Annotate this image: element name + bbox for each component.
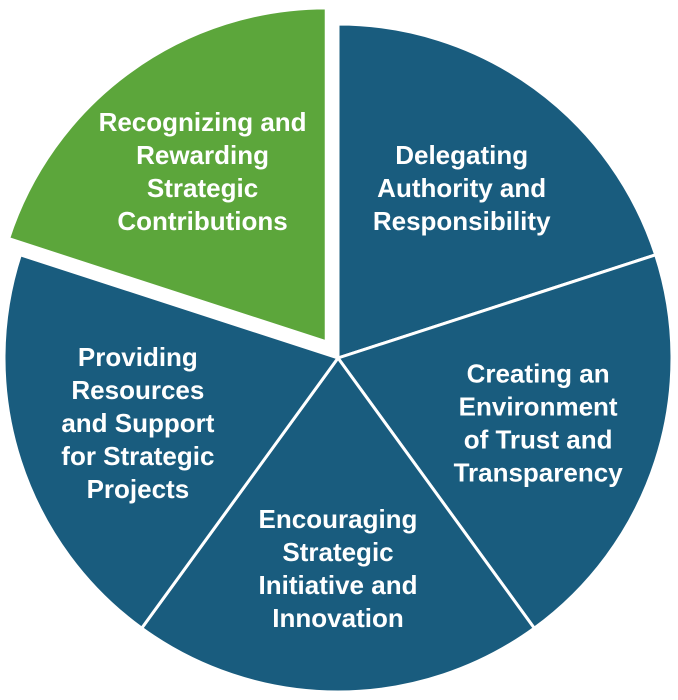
- segment-label-line: Creating an: [467, 359, 610, 389]
- segment-label-line: Strategic: [147, 173, 258, 203]
- pie-slices: [2, 6, 674, 694]
- segment-label-line: Transparency: [454, 458, 624, 488]
- segment-label-line: Environment: [459, 392, 618, 422]
- segment-label-line: for Strategic: [61, 441, 214, 471]
- segment-label-line: Initiative and: [259, 570, 418, 600]
- segment-label-line: Innovation: [272, 603, 403, 633]
- segment-label-line: Rewarding: [136, 140, 269, 170]
- segment-label-line: Responsibility: [373, 206, 551, 236]
- segment-label-line: Encouraging: [259, 504, 418, 534]
- segment-label-line: Resources: [71, 375, 204, 405]
- segment-label-line: Providing: [78, 342, 198, 372]
- segment-label-line: Recognizing and: [99, 107, 307, 137]
- pie-slice-resources: [2, 253, 340, 630]
- segment-label-line: Projects: [87, 474, 190, 504]
- pie-slice-initiative: [140, 356, 536, 694]
- pie-slice-recognizing: [7, 6, 328, 344]
- segment-label-line: and Support: [61, 408, 214, 438]
- segment-label-line: Contributions: [117, 206, 287, 236]
- pie-slice-delegating: [336, 22, 658, 360]
- pie-slice-trust: [336, 253, 674, 630]
- segment-label-line: Authority and: [377, 173, 546, 203]
- segment-label-line: of Trust and: [464, 425, 613, 455]
- segment-label-line: Strategic: [282, 537, 393, 567]
- segment-label-line: Delegating: [395, 140, 528, 170]
